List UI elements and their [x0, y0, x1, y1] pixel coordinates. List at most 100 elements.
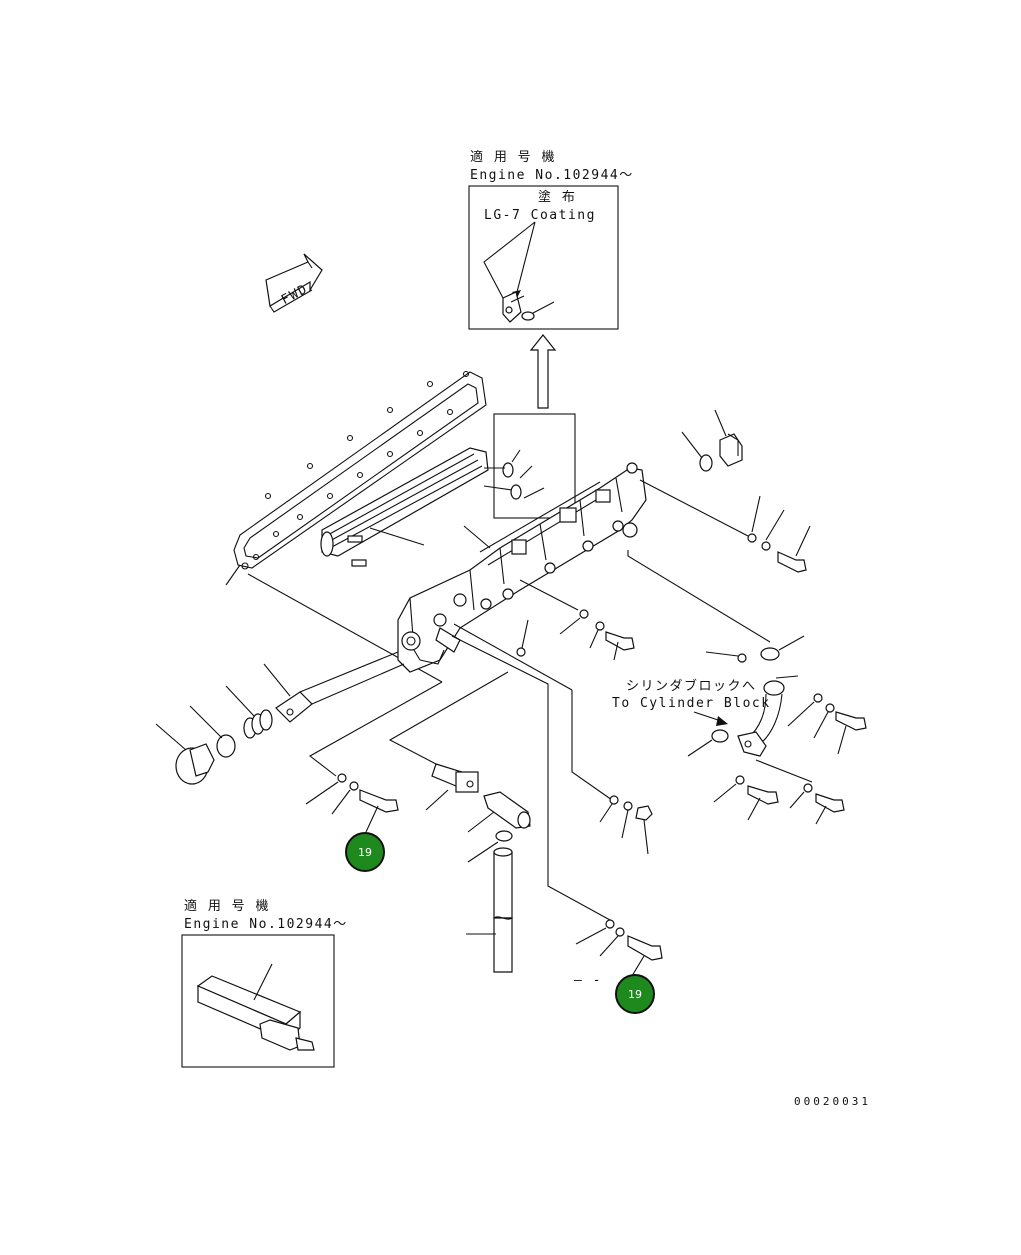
inset-elbow-leader	[510, 295, 525, 303]
inset-elbow-part	[502, 291, 522, 323]
cover-leader	[463, 525, 491, 549]
oil-cooler-cover	[397, 462, 647, 673]
top-inset-applicable-jp: 適 用 号 機	[470, 149, 556, 165]
elbow-ref-line	[755, 759, 813, 783]
bolt-set-right	[813, 693, 867, 731]
callout-19-right-label: 19	[628, 988, 642, 1001]
ref-line-4	[388, 671, 509, 765]
valve-plug-leader	[155, 723, 187, 751]
oil-cooler-gasket	[233, 370, 487, 570]
o-ring-right-mid-leader	[778, 635, 805, 651]
ref-line-1b	[571, 690, 613, 801]
cylinder-block-label: To Cylinder Block	[612, 696, 771, 711]
sensor-adapter	[483, 791, 531, 829]
callout-19-right[interactable]: 19	[615, 974, 655, 1014]
valve-o-ring	[216, 734, 236, 758]
inset-o-ring-leader	[532, 301, 555, 314]
detail-up-arrow	[529, 334, 557, 409]
bolt-r-leader	[837, 725, 847, 755]
drawing-number: 00020031	[794, 1095, 871, 1108]
coating-leader-left	[483, 221, 536, 299]
ref-line-2	[451, 635, 611, 921]
washer-left-leader-2	[331, 789, 351, 815]
valve-spring	[243, 709, 273, 739]
washer-r-leader-2	[813, 711, 829, 739]
nut-set	[609, 795, 653, 821]
oil-sensor	[431, 763, 479, 793]
bolt-lra-leader	[747, 797, 761, 821]
bottom-inset: 適 用 号 機 Engine No.102944～	[181, 898, 348, 1068]
valve-o-ring-leader	[189, 705, 223, 739]
relief-valve	[275, 651, 405, 723]
nut-washer-leader-1	[599, 803, 613, 823]
adapter-leader	[467, 811, 495, 833]
cylinder-block-label-jp: シリンダブロックへ	[626, 678, 757, 694]
cooler-element-leader	[369, 527, 425, 546]
detail-box-parts	[483, 449, 545, 500]
cover-plug-upper	[699, 433, 743, 472]
washer-mid-leader-1	[559, 617, 581, 635]
ref-line-5	[639, 479, 749, 537]
bolt-set-lower-right-a	[735, 775, 779, 805]
bottom-inset-applicable-jp: 適 用 号 機	[184, 898, 270, 914]
cylinder-block-arrowhead	[716, 716, 728, 726]
top-inset-engine-no: Engine No.102944～	[470, 168, 634, 183]
o-ring-upper-leader	[681, 431, 703, 459]
bolt-mid-leader	[613, 641, 619, 661]
nut-washer-leader-2	[621, 809, 629, 839]
oil-tube-elbow	[737, 680, 785, 757]
relief-valve-leader	[263, 663, 291, 697]
bolt-lrb-leader	[815, 805, 827, 825]
bottom-inset-engine-no: Engine No.102944～	[184, 917, 348, 932]
bottom-inset-frame	[181, 934, 335, 1068]
coating-leader-right	[516, 221, 536, 293]
callout-19-left[interactable]: 19	[345, 832, 385, 872]
detail-box	[493, 413, 576, 519]
plug-upper-leader	[714, 409, 727, 437]
bolt-set-left	[337, 773, 399, 813]
elbow-leader	[775, 675, 799, 679]
bolt-set-lower	[605, 919, 663, 961]
washer-lower-leader-1	[575, 927, 607, 945]
washer-lrb-leader	[789, 791, 805, 809]
gasket-leader	[225, 564, 241, 586]
valve-plug	[175, 743, 215, 785]
callout-19-left-label: 19	[358, 846, 372, 859]
cover-leader-washer	[519, 579, 579, 611]
bolt-lower-leader	[631, 955, 645, 977]
washer-ur-leader-1	[751, 495, 761, 533]
o-ring-elbow	[711, 729, 729, 743]
bottom-inset-sensor	[196, 975, 315, 1051]
bolt-ur-leader	[795, 525, 811, 557]
bolt-set-lower-right-b	[803, 783, 845, 813]
top-inset-frame	[468, 185, 619, 330]
bolt-set-upper-right	[747, 533, 807, 573]
washer-right-mid-leader	[705, 651, 739, 657]
bottom-inset-leader	[253, 963, 273, 1001]
dipstick-tube	[493, 847, 513, 973]
washer-right-mid	[737, 653, 747, 663]
nut-leader	[643, 819, 649, 855]
adapter-o-ring	[495, 830, 513, 842]
cooler-element	[320, 447, 489, 567]
washer-left-leader-1	[305, 781, 339, 805]
stray-marks: – -	[574, 973, 602, 988]
fwd-arrow: FWD	[265, 253, 323, 313]
washer-r-leader-1	[787, 701, 815, 727]
bolt-set-mid	[579, 609, 635, 651]
valve-spring-leader	[225, 685, 255, 717]
o-ring-right-mid	[760, 647, 780, 661]
adapter-o-ring-leader	[467, 841, 499, 863]
ref-line-6	[627, 550, 771, 643]
inset-o-ring	[521, 311, 535, 321]
o-ring-elbow-leader	[687, 739, 713, 757]
inset-elbow-hole	[505, 306, 513, 314]
bolt-left-leader	[365, 805, 379, 833]
washer-mid-leader-2	[589, 629, 599, 649]
top-inset: 適 用 号 機 Engine No.102944～ 塗 布 LG-7 Coati…	[468, 149, 634, 330]
oil-sensor-leader	[425, 789, 449, 811]
cover-small-plug	[516, 647, 526, 657]
washer-lra-leader	[713, 783, 737, 803]
top-inset-coating-jp: 塗 布	[538, 189, 576, 205]
